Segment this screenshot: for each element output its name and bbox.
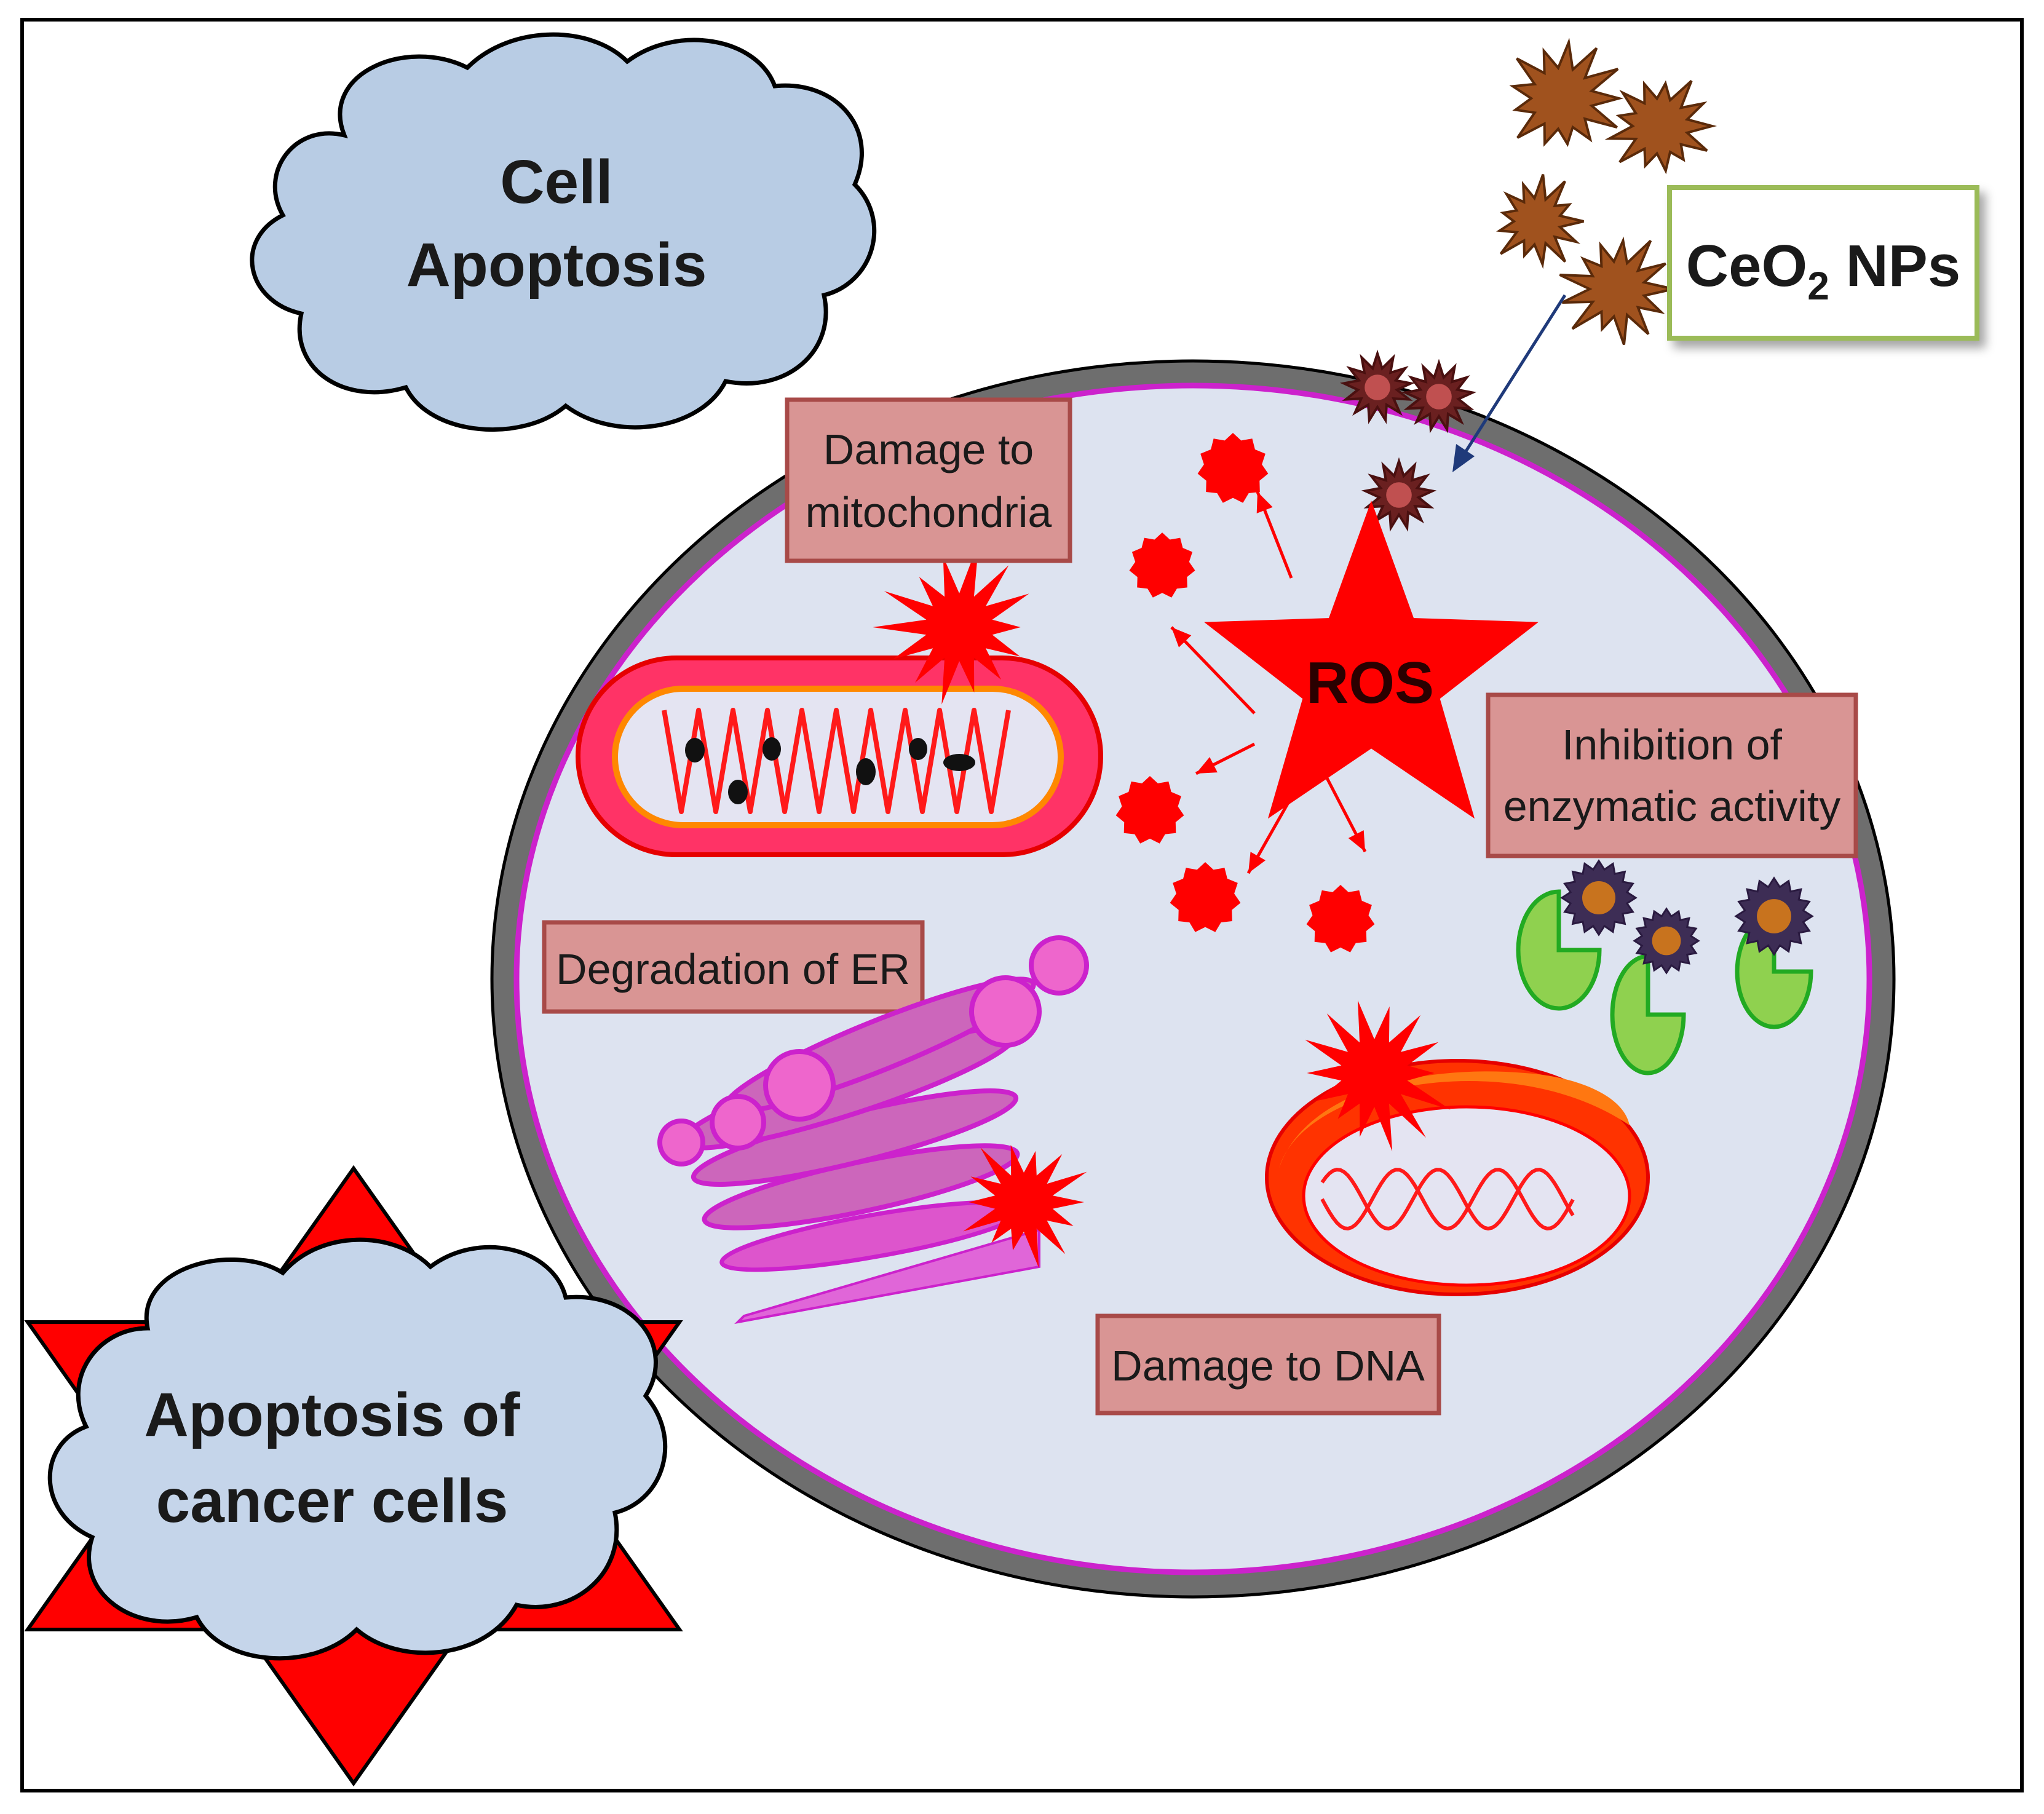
ceo2-nanoparticle (1509, 38, 1624, 147)
ros-arrow (1170, 626, 1256, 715)
ros-radical (1129, 533, 1195, 598)
label-box (1095, 1313, 1441, 1416)
dna-damage-burst (1305, 1000, 1451, 1152)
label-inhibition: Inhibition of enzymatic activity (1486, 692, 1858, 858)
mito-inner-membrane (612, 686, 1064, 828)
er-damage-burst (963, 1144, 1087, 1268)
nanoparticle-core (1652, 926, 1681, 956)
mito-granule (763, 737, 781, 761)
mito-granules (685, 737, 975, 804)
label-degradation-er: Degradation of ER (542, 920, 925, 1014)
mito-granule (685, 738, 705, 762)
ros-arrow-head (1256, 492, 1273, 513)
entry-arrow-head (1452, 444, 1475, 472)
ros-arrow-head (1196, 757, 1218, 774)
ceo2-label: CeO2 NPs (1667, 185, 1979, 341)
nucleus (1265, 1000, 1650, 1296)
enzymes (1516, 859, 1814, 1075)
nanoparticle-core (1386, 482, 1412, 508)
ceo2-label-text: CeO2 NPs (1686, 233, 1960, 308)
ceo2-nanoparticle (1604, 80, 1717, 175)
label-box (785, 397, 1072, 563)
cell-apoptosis-line-1: Cell (500, 148, 612, 216)
label-line-1: Inhibition of (1562, 721, 1783, 769)
ros-arrow-head (1248, 852, 1266, 873)
label-text: Damage to DNA (1111, 1342, 1425, 1390)
mitochondrion (576, 541, 1103, 857)
er-vesicle (657, 1119, 705, 1166)
label-line-2: enzymatic activity (1503, 782, 1840, 830)
ros-radicals (1115, 433, 1375, 953)
ros-radical (1306, 885, 1375, 953)
ros-star-shape (1204, 501, 1539, 819)
nanoparticle-core (1365, 374, 1390, 400)
dna-strand (1320, 1168, 1575, 1231)
ceo2-nanoparticle (1559, 236, 1674, 346)
internal-nanoparticles (1339, 349, 1477, 532)
mito-granule (856, 758, 876, 785)
mito-granule (909, 738, 927, 760)
external-nanoparticles (1496, 38, 1717, 346)
er-vesicle (969, 975, 1042, 1048)
mito-granule (728, 780, 748, 804)
cloud-shape (47, 1237, 668, 1661)
enzyme (1516, 889, 1602, 1011)
entry-arrow-line (1462, 294, 1567, 456)
endoplasmic-reticulum (657, 935, 1089, 1325)
label-box (1486, 692, 1858, 858)
label-damage-mitochondria: Damage to mitochondria (785, 397, 1072, 563)
ceo2-label-box (1667, 185, 1979, 341)
ros-arrow-head (1348, 830, 1365, 852)
cell-apoptosis-cloud: Cell Apoptosis (250, 32, 877, 432)
dna-strand (1320, 1168, 1575, 1231)
label-line-2: mitochondria (806, 488, 1052, 536)
nucleus-inner (1302, 1105, 1631, 1287)
ros-star: ROS (1204, 501, 1539, 819)
ros-arrows (1170, 491, 1367, 874)
ros-arrow-head (1171, 627, 1192, 648)
nanoparticle-core (1426, 384, 1452, 410)
label-box (542, 920, 925, 1014)
mito-cristae (662, 708, 1011, 814)
nanoparticle-core (1582, 881, 1615, 914)
ros-radical (1115, 776, 1184, 844)
cloud-shape (250, 32, 877, 432)
label-line-1: Damage to (823, 426, 1034, 473)
label-text: Degradation of ER (556, 945, 910, 993)
apoptosis-cancer-line-1: Apoptosis of (144, 1380, 520, 1449)
ros-radical (1197, 433, 1269, 503)
ros-label: ROS (1306, 650, 1434, 716)
ceo2-nanoparticle (1496, 174, 1584, 269)
cell-apoptosis-line-2: Apoptosis (406, 231, 707, 299)
label-damage-dna: Damage to DNA (1095, 1313, 1441, 1416)
nanoparticle-core (1757, 899, 1791, 933)
er-vesicle (1029, 935, 1089, 996)
apoptosis-cancer-line-2: cancer cells (156, 1467, 509, 1535)
entry-arrow (1452, 294, 1567, 472)
enzyme (1610, 954, 1686, 1075)
mito-granule (943, 754, 975, 771)
ros-radical (1170, 862, 1241, 932)
er-vesicle (710, 1094, 766, 1151)
er-sheet (734, 1228, 1040, 1325)
mito-damage-burst (873, 541, 1029, 705)
apoptosis-cancer-cloud: Apoptosis of cancer cells (47, 1237, 668, 1661)
er-vesicle (763, 1049, 836, 1122)
